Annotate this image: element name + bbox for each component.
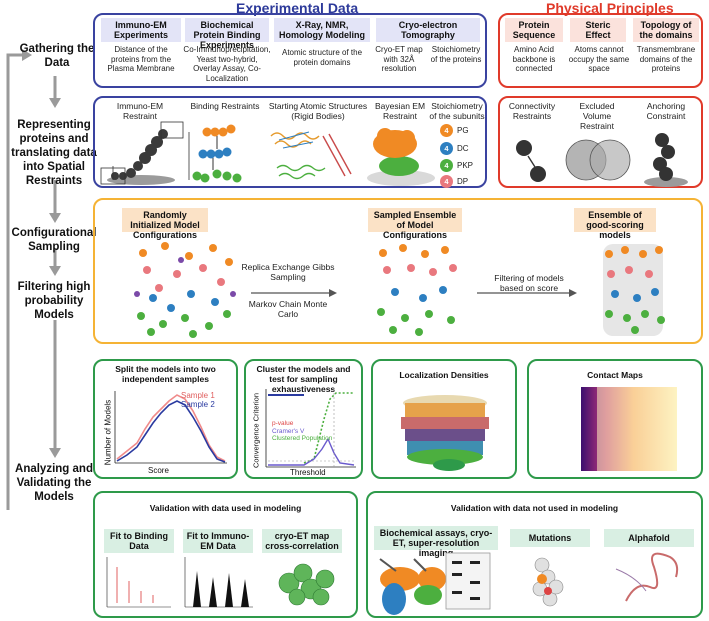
restraint-excluded-volume: Excluded Volume Restraint xyxy=(579,101,615,131)
restraint-connectivity: Connectivity Restraints xyxy=(508,101,556,121)
split-xlabel: Score xyxy=(148,466,169,475)
validation-unused-title: Validation with data not used in modelin… xyxy=(450,503,619,513)
contact-map xyxy=(581,387,677,471)
source-protein-sequence: Protein Sequence xyxy=(505,18,563,42)
density-art xyxy=(401,395,489,471)
source-steric: Steric Effect xyxy=(570,18,626,42)
cluster-title: Cluster the models and test for sampling… xyxy=(256,364,351,394)
legend-label-pg: PG xyxy=(457,126,469,135)
validation-used-title: Validation with data used in modeling xyxy=(149,503,302,513)
legend-dot-dc: 4 xyxy=(440,142,453,155)
cluster-ylabel: Convergence Criterion xyxy=(251,392,261,469)
sampling-method: Replica Exchange Gibbs Sampling xyxy=(241,262,335,282)
density-panel xyxy=(371,359,517,479)
sampling-box xyxy=(93,198,703,344)
experimental-restraints-box xyxy=(93,96,487,188)
source-steric-desc: Atoms cannot occupy the same space xyxy=(568,45,630,73)
sampling-method2: Markov Chain Monte Carlo xyxy=(248,299,328,319)
source-xray-desc: Atomic structure of the protein domains xyxy=(281,48,363,67)
source-immuno-em-desc: Distance of the proteins from the Plasma… xyxy=(107,45,175,73)
validation-used-binding: Fit to Binding Data xyxy=(104,529,174,553)
restraint-binding: Binding Restraints xyxy=(190,101,260,111)
physical-restraints-box xyxy=(498,96,703,188)
physical-principles-header: Physical Principles xyxy=(546,0,674,16)
legend-dot-pg: 4 xyxy=(440,124,453,137)
density-title: Localization Densities xyxy=(399,370,489,380)
contact-title: Contact Maps xyxy=(587,370,643,380)
restraint-bayesian-em: Bayesian EM Restraint xyxy=(374,101,426,121)
cluster-legend-pvalue: p-value xyxy=(272,420,294,427)
stage-analyzing: Analyzing and Validating the Models xyxy=(15,463,93,503)
restraint-immuno-em: Immuno-EM Restraint xyxy=(116,101,164,121)
legend-dot-pkp: 4 xyxy=(440,159,453,172)
source-immuno-em: Immuno-EM Experiments xyxy=(101,18,181,42)
validation-used-art xyxy=(106,557,335,608)
split-legend-sample1: Sample 1 xyxy=(181,391,215,400)
validation-unused-art xyxy=(379,552,679,615)
source-xray: X-Ray, NMR, Homology Modeling xyxy=(274,18,370,42)
restraint-stoichiometry: Stoichiometry of the subunits xyxy=(429,101,485,121)
split-histogram xyxy=(114,391,227,464)
experimental-data-box xyxy=(93,13,487,88)
split-ylabel: Number of Models xyxy=(103,399,113,466)
restraint-anchoring: Anchoring Constraint xyxy=(646,101,686,121)
validation-unused-mutations: Mutations xyxy=(510,529,590,547)
cluster-legend-population: Clustered Population xyxy=(272,435,333,442)
legend-label-pkp: PKP xyxy=(457,161,474,170)
experimental-restraint-art xyxy=(100,121,435,186)
validation-used-cryo-et: cryo-ET map cross-correlation xyxy=(262,529,342,553)
stage-filtering: Filtering high probability Models xyxy=(17,281,91,321)
source-topology-desc: Transmembrane domains of the proteins xyxy=(636,45,696,73)
source-biochemical: Biochemical Protein Binding Experiments xyxy=(185,18,269,50)
legend-label-dc: DC xyxy=(457,144,469,153)
source-protein-sequence-desc: Amino Acid backbone is connected xyxy=(512,45,556,73)
cluster-panel xyxy=(244,359,363,479)
split-legend-sample2: Sample 2 xyxy=(181,400,215,409)
stage-representing: Representing proteins and translating da… xyxy=(11,119,97,187)
cluster-xlabel: Threshold xyxy=(290,468,326,477)
sampling-initial-label: Randomly Initialized Model Configuration… xyxy=(122,208,208,240)
sampling-good-label: Ensemble of good-scoring models xyxy=(574,208,656,240)
experimental-data-header: Experimental Data xyxy=(236,0,359,16)
stage-sampling: Configurational Sampling xyxy=(11,227,97,253)
stage-gathering: Gathering the Data xyxy=(19,43,95,69)
validation-unused-biochemical: Biochemical assays, cryo-ET, super-resol… xyxy=(374,526,498,558)
validation-unused-panel xyxy=(366,491,703,618)
cluster-plot xyxy=(265,389,356,468)
sampling-art xyxy=(134,242,665,338)
source-cryo-et-desc2: Stoichiometry of the proteins xyxy=(430,45,482,64)
sampling-filter: Filtering of models based on score xyxy=(494,273,564,293)
source-biochemical-desc: Co-Immunoprecipitation, Yeast two-hybrid… xyxy=(183,45,271,83)
source-cryo-et-desc: Cryo-ET map with 32Å resolution xyxy=(375,45,423,73)
validation-unused-alphafold: Alphafold xyxy=(604,529,694,547)
contact-panel xyxy=(527,359,703,479)
restraint-atomic: Starting Atomic Structures (Rigid Bodies… xyxy=(268,101,368,121)
validation-used-immuno-em: Fit to Immuno-EM Data xyxy=(183,529,253,553)
physical-principles-box xyxy=(498,13,703,88)
cluster-legend-cramers: Cramer's V xyxy=(272,427,305,435)
source-topology: Topology of the domains xyxy=(633,18,699,42)
source-cryo-et: Cryo-electron Tomography xyxy=(376,18,480,42)
split-panel xyxy=(93,359,238,479)
cluster-legend: p-value Cramer's V Clustered Population xyxy=(272,420,332,443)
legend-dot-dp: 4 xyxy=(440,175,453,188)
physical-restraint-art xyxy=(516,133,688,187)
split-title: Split the models into two independent sa… xyxy=(115,364,216,384)
sampling-sampled-label: Sampled Ensemble of Model Configurations xyxy=(368,208,462,240)
validation-used-panel xyxy=(93,491,358,618)
legend-label-dp: DP xyxy=(457,177,469,186)
pipeline-arrows xyxy=(6,49,61,510)
